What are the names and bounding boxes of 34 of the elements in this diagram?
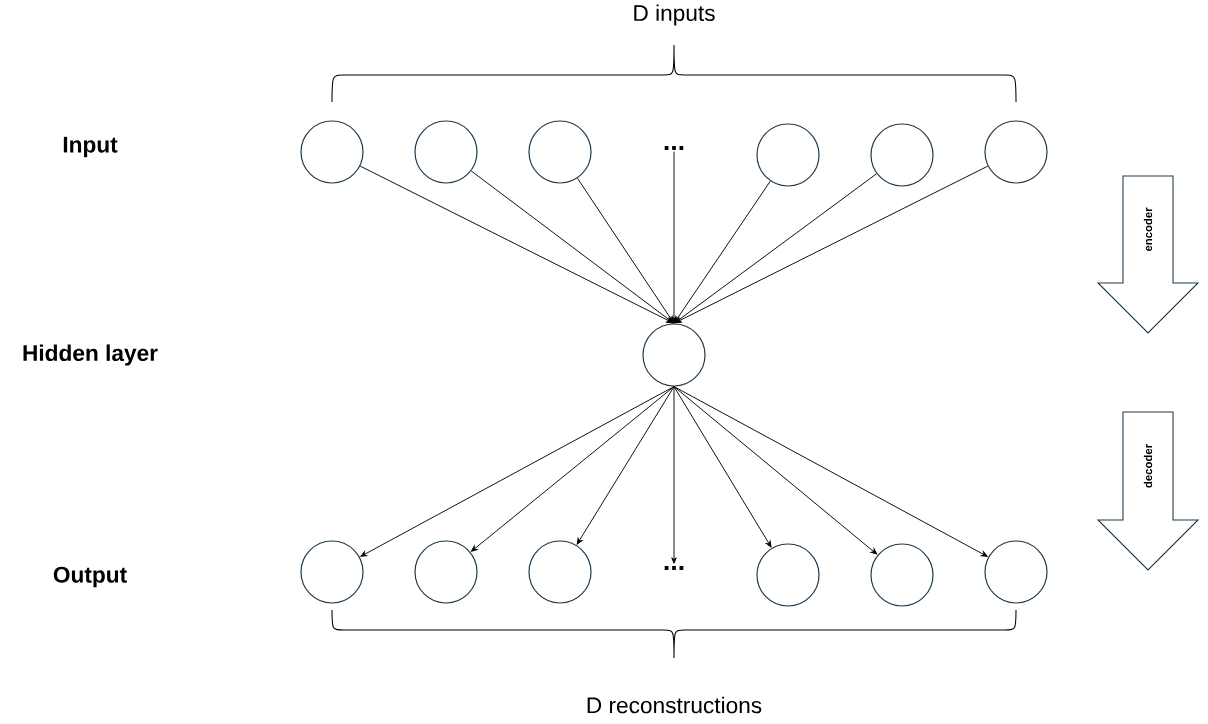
arrow — [576, 386, 675, 545]
layer-label: Hidden layer — [23, 344, 158, 366]
neuron-circle — [756, 543, 820, 607]
neuron-circle — [984, 540, 1048, 604]
arrow — [673, 386, 988, 557]
arrow — [674, 165, 989, 324]
arrow — [360, 386, 675, 557]
arrow — [671, 386, 677, 564]
neuron-circle — [300, 540, 364, 604]
layer-label: Output — [53, 566, 127, 588]
neuron-circle — [870, 543, 934, 607]
neuron-circle — [870, 123, 934, 187]
arrow — [674, 180, 771, 323]
neuron-circle — [414, 540, 478, 604]
neuron-circle — [528, 540, 592, 604]
arrow — [577, 177, 674, 323]
neuron-circle — [756, 123, 820, 187]
neuron-circle — [528, 120, 592, 184]
neuron-circle — [300, 120, 364, 184]
arrow — [359, 165, 674, 324]
axis-caption: D inputs — [634, 4, 715, 26]
ellipsis: ... — [664, 146, 684, 150]
arrow — [471, 386, 675, 552]
arrow — [674, 173, 878, 324]
arrow — [673, 386, 772, 548]
neuron-circle — [414, 120, 478, 184]
ellipsis: ... — [664, 566, 684, 570]
arrow — [470, 170, 674, 324]
arrow — [671, 151, 677, 323]
layer-label: Input — [63, 136, 118, 158]
neuron-circle — [642, 323, 706, 387]
neuron-circle — [984, 120, 1048, 184]
axis-caption: D reconstructions — [587, 696, 762, 714]
arrow — [673, 386, 878, 555]
